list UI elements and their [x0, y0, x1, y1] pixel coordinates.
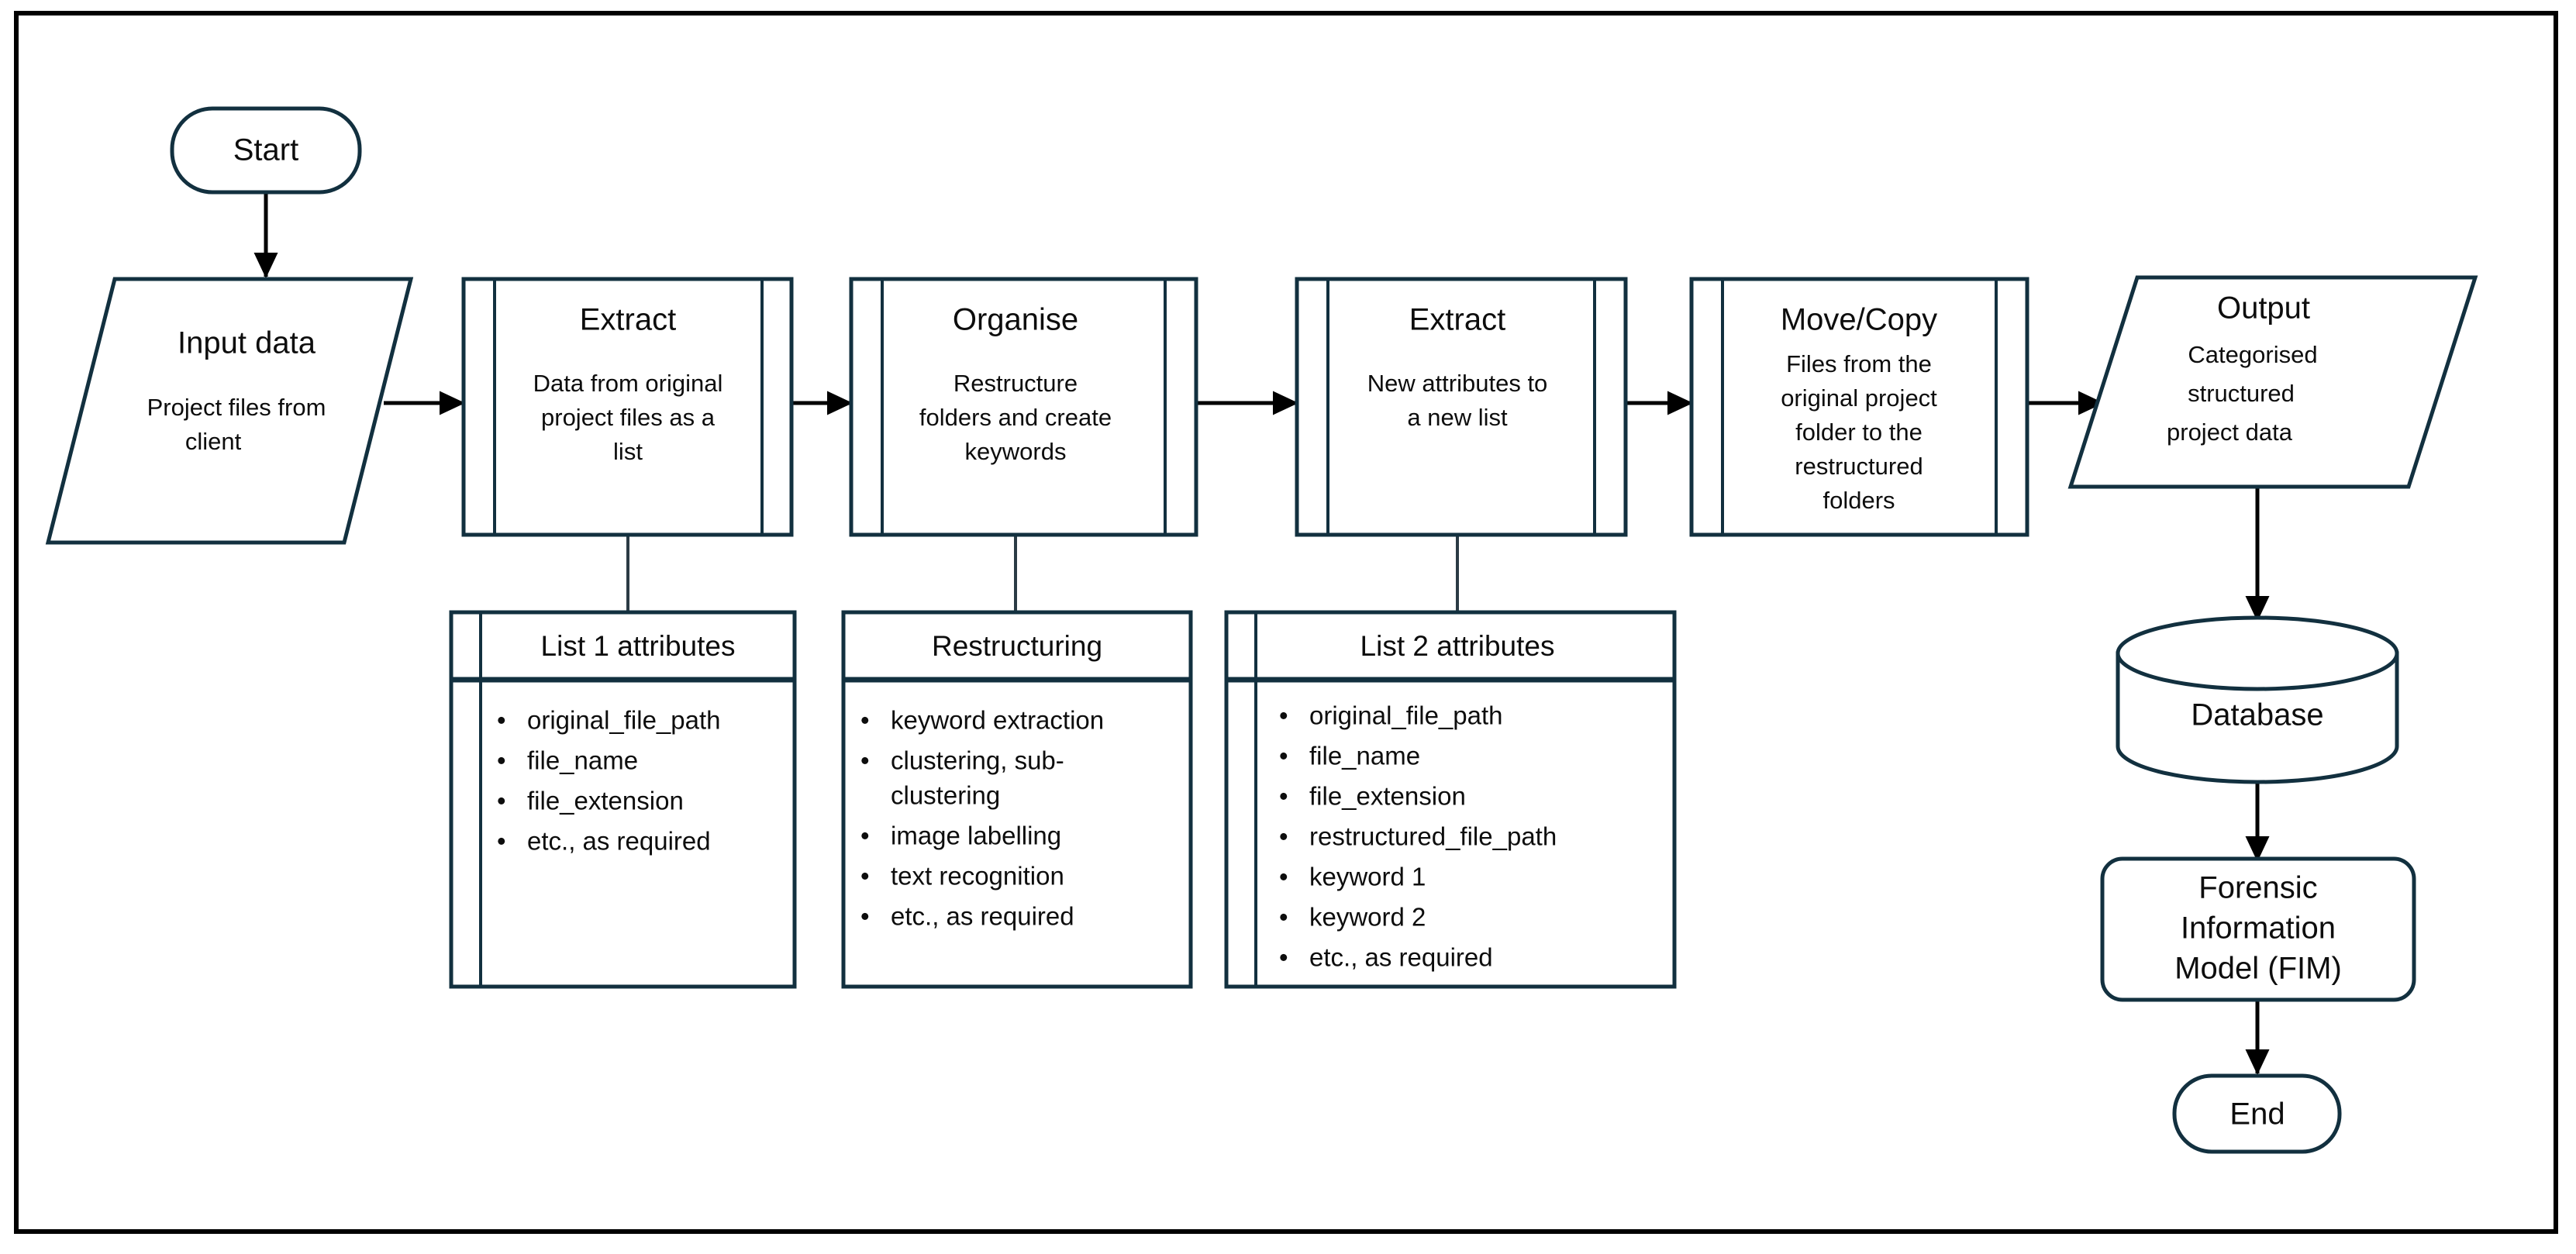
panel-list2-item-3: restructured_file_path [1309, 822, 1557, 851]
node-start-label: Start [233, 133, 298, 167]
node-fim-line-0: Forensic [2198, 871, 2317, 905]
node-end-label: End [2229, 1097, 2285, 1132]
panel-list2-item-1: file_name [1309, 742, 1420, 770]
node-extract1-sub-0: Data from original [533, 370, 723, 397]
panel-restructuring-item-0: keyword extraction [891, 706, 1104, 735]
bullet-icon: • [1279, 701, 1288, 730]
node-move-copy[interactable]: Move/Copy Files from the original projec… [1689, 277, 2029, 537]
node-move-copy-sub-1: original project [1781, 384, 1937, 412]
bullet-icon: • [1279, 903, 1288, 932]
node-output-sub-1: structured [2188, 380, 2295, 407]
node-organise-title: Organise [953, 303, 1078, 337]
bullet-icon: • [1279, 742, 1288, 770]
node-input-data-sub-0: Project files from [147, 394, 326, 421]
node-extract2-sub-0: New attributes to [1367, 370, 1548, 397]
node-input-data-sub-1: client [185, 428, 242, 455]
bullet-icon: • [497, 706, 506, 735]
node-fim[interactable]: Forensic Information Model (FIM) [2100, 856, 2416, 1002]
node-move-copy-sub-0: Files from the [1786, 350, 1932, 377]
panel-list1-item-3: etc., as required [527, 827, 711, 856]
panel-restructuring-item-5: etc., as required [891, 902, 1074, 931]
bullet-icon: • [860, 902, 870, 931]
panel-list2-title: List 2 attributes [1360, 630, 1555, 662]
bullet-icon: • [1279, 782, 1288, 811]
panel-list1-title: List 1 attributes [541, 630, 736, 662]
node-end[interactable]: End [2172, 1073, 2342, 1154]
panel-restructuring[interactable]: Restructuring • keyword extraction • clu… [841, 610, 1193, 989]
panel-list2-item-2: file_extension [1309, 782, 1466, 811]
node-fim-line-1: Information [2181, 911, 2336, 946]
node-move-copy-sub-3: restructured [1795, 453, 1923, 480]
node-move-copy-sub-4: folders [1823, 487, 1895, 514]
panel-restructuring-title: Restructuring [932, 630, 1102, 662]
node-organise-sub-1: folders and create [919, 404, 1112, 431]
node-extract1[interactable]: Extract Data from original project files… [461, 277, 794, 537]
node-extract1-title: Extract [580, 303, 676, 337]
panel-restructuring-item-3: image labelling [891, 822, 1061, 850]
bullet-icon: • [860, 822, 870, 850]
bullet-icon: • [860, 862, 870, 891]
panel-list2-item-4: keyword 1 [1309, 863, 1426, 891]
node-start[interactable]: Start [170, 106, 362, 195]
node-output[interactable]: Output Categorised structured project da… [2067, 275, 2478, 489]
bullet-icon: • [497, 787, 506, 815]
bullet-icon: • [1279, 822, 1288, 851]
panel-list2-item-5: keyword 2 [1309, 903, 1426, 932]
node-organise-sub-0: Restructure [953, 370, 1078, 397]
node-output-sub-0: Categorised [2188, 341, 2317, 368]
bullet-icon: • [860, 706, 870, 735]
node-move-copy-title: Move/Copy [1781, 303, 1937, 337]
node-output-title: Output [2217, 291, 2310, 326]
bullet-icon: • [497, 827, 506, 856]
node-database-label: Database [2191, 698, 2323, 732]
node-input-data[interactable]: Input data Project files from client [45, 277, 414, 545]
bullet-icon: • [1279, 863, 1288, 891]
panel-list1[interactable]: List 1 attributes • original_file_path •… [449, 610, 797, 989]
bullet-icon: • [1279, 943, 1288, 972]
panel-restructuring-item-1: clustering, sub- [891, 746, 1064, 775]
node-fim-line-2: Model (FIM) [2174, 952, 2342, 986]
node-database[interactable]: Database [2116, 615, 2399, 784]
node-organise[interactable]: Organise Restructure folders and create … [849, 277, 1198, 537]
panel-list1-item-0: original_file_path [527, 706, 721, 735]
panel-list2[interactable]: List 2 attributes • original_file_path •… [1224, 610, 1677, 989]
node-extract1-sub-2: list [613, 438, 643, 465]
node-extract2-title: Extract [1409, 303, 1505, 337]
panel-list2-item-0: original_file_path [1309, 701, 1503, 730]
node-input-data-title: Input data [178, 326, 316, 360]
node-move-copy-sub-2: folder to the [1795, 419, 1923, 446]
panel-list1-item-2: file_extension [527, 787, 684, 815]
panel-list1-item-1: file_name [527, 746, 638, 775]
panel-restructuring-item-2: clustering [891, 781, 1000, 810]
panel-restructuring-item-4: text recognition [891, 862, 1064, 891]
bullet-icon: • [497, 746, 506, 775]
node-extract1-sub-1: project files as a [541, 404, 716, 431]
bullet-icon: • [860, 746, 870, 775]
node-extract2-sub-1: a new list [1407, 404, 1508, 431]
node-extract2[interactable]: Extract New attributes to a new list [1295, 277, 1628, 537]
node-organise-sub-2: keywords [965, 438, 1067, 465]
node-output-sub-2: project data [2167, 419, 2293, 446]
panel-list2-item-6: etc., as required [1309, 943, 1493, 972]
